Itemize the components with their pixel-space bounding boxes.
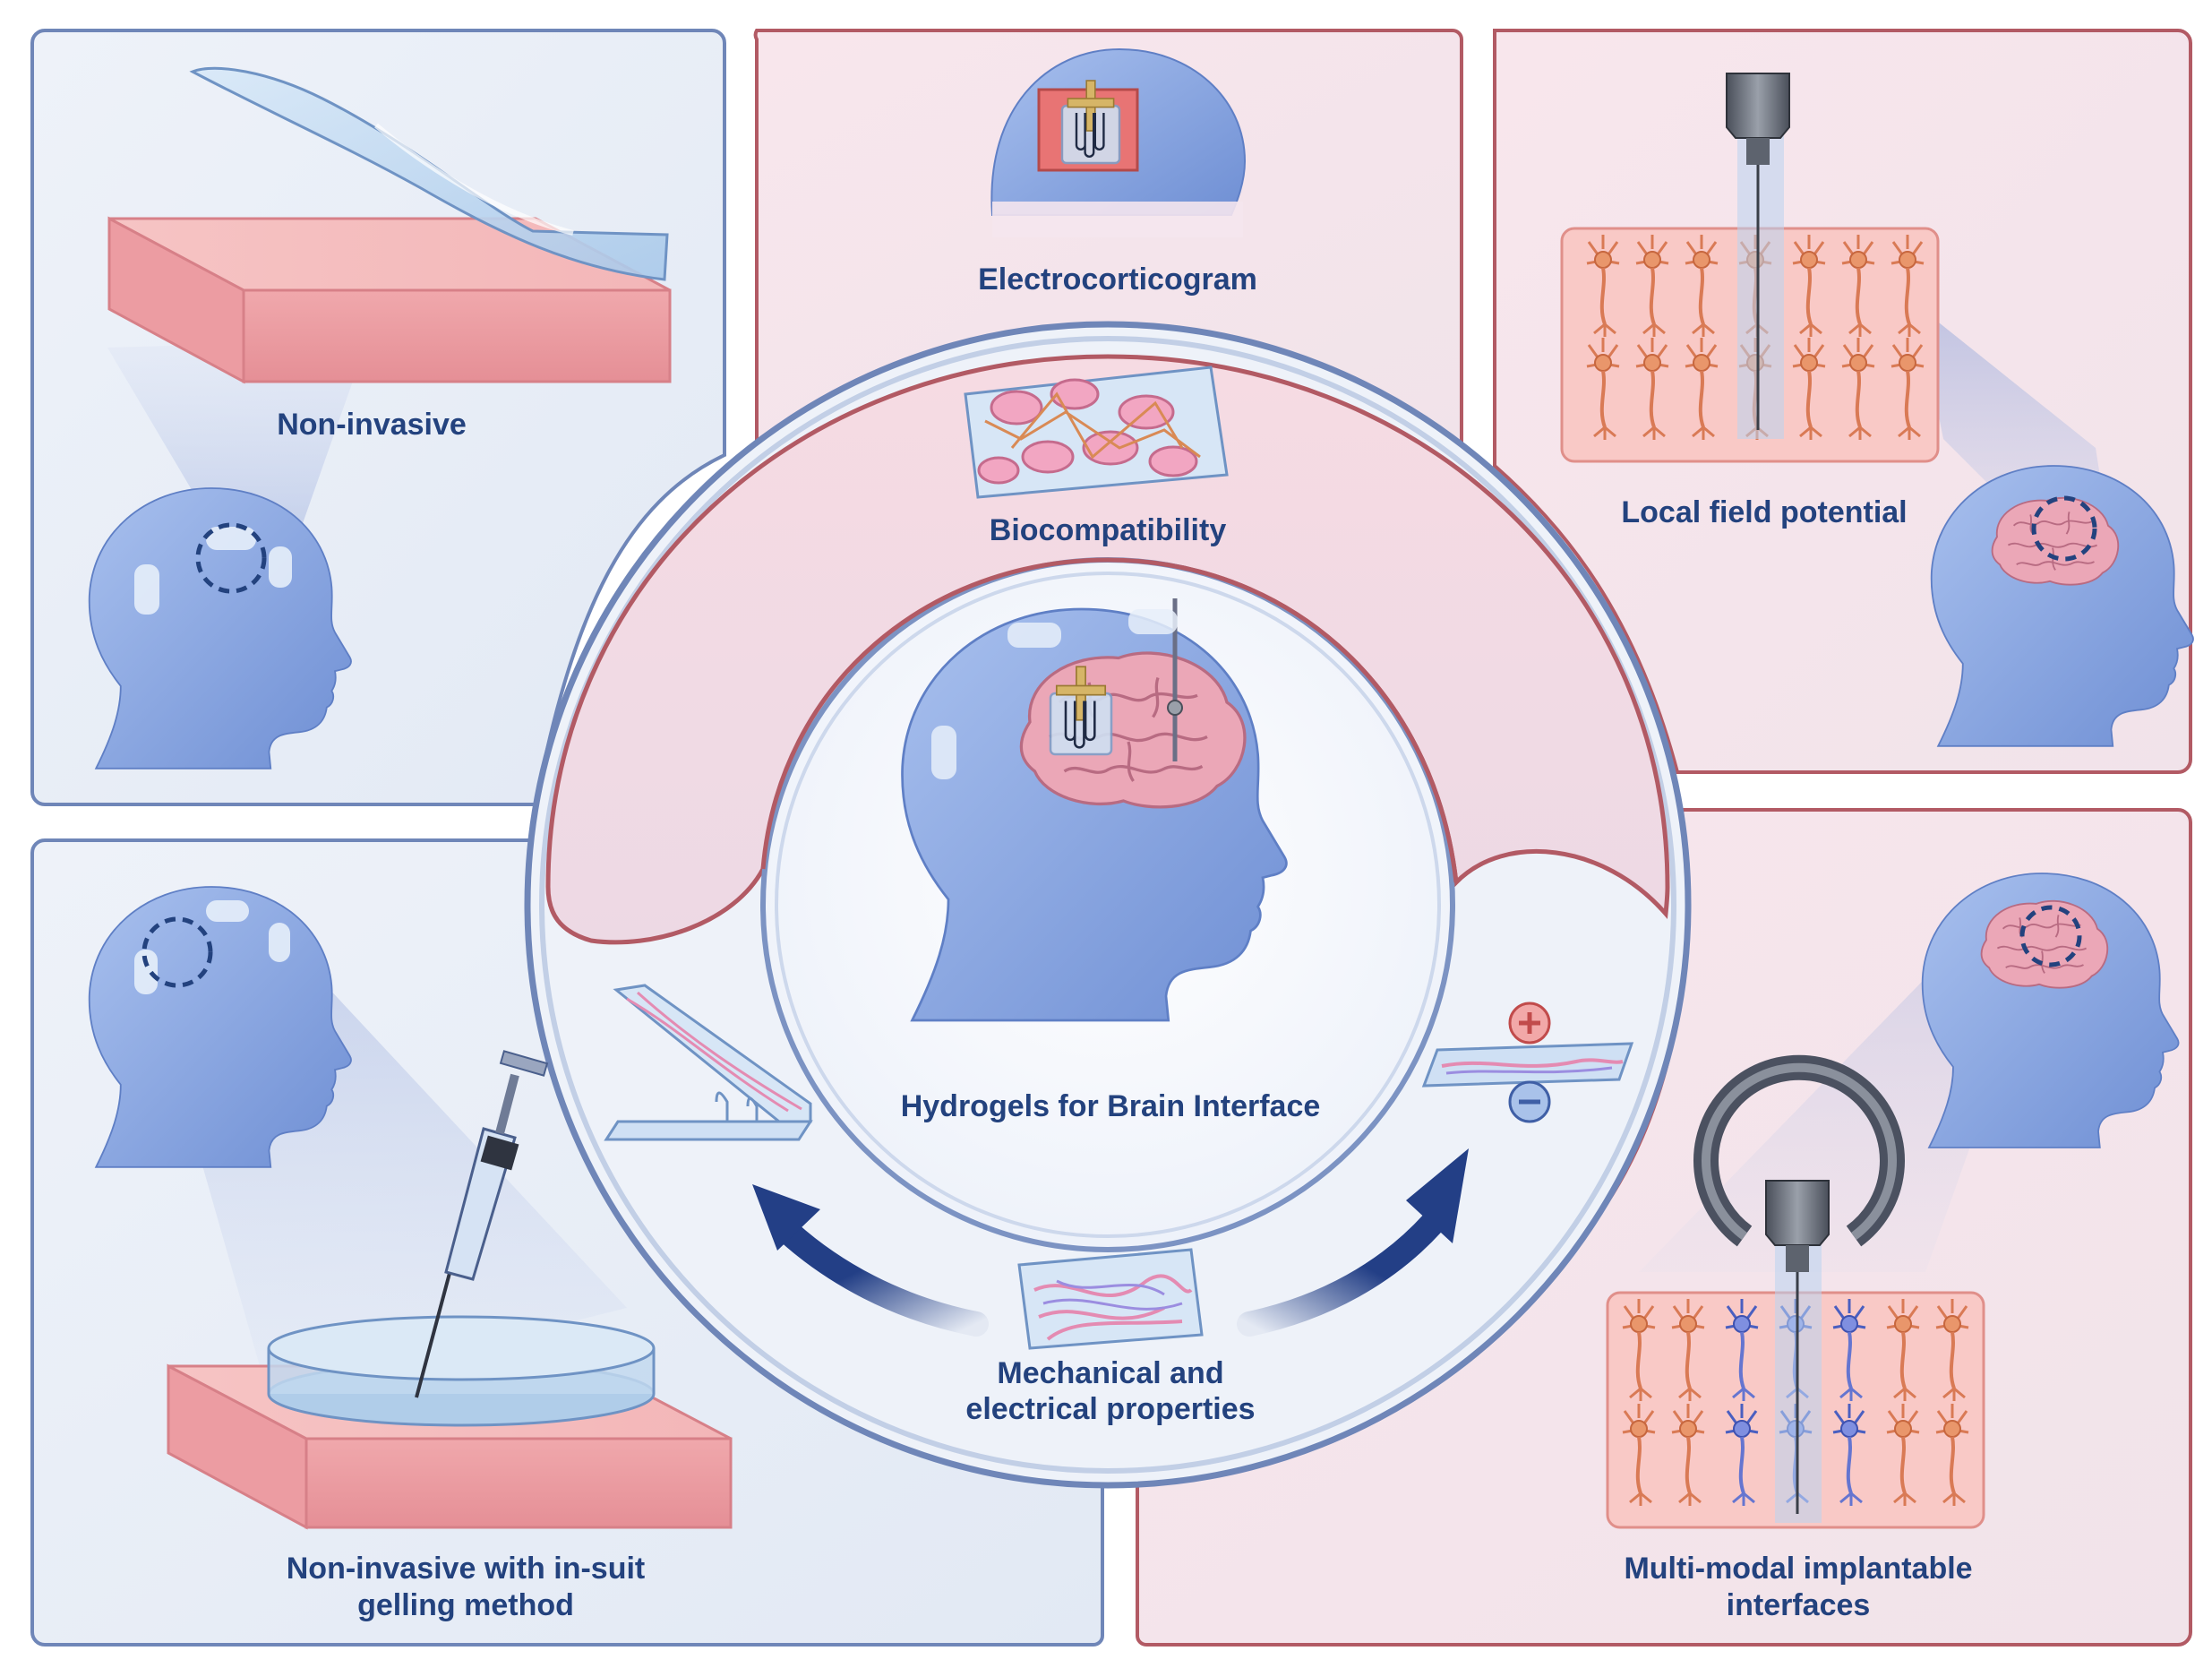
brain-icon	[1991, 496, 2120, 586]
brain-icon	[1980, 899, 2109, 989]
label-electrocorticogram: Electrocorticogram	[978, 262, 1257, 297]
polymer-network-icon	[1017, 1248, 1204, 1350]
curved-arrow-icon	[752, 1184, 989, 1337]
minus-charge-icon	[1508, 1080, 1551, 1123]
label-in-situ-line2: gelling method	[357, 1588, 574, 1622]
syringe-icon	[415, 1050, 549, 1398]
label-biocompatibility: Biocompatibility	[990, 513, 1227, 547]
stretched-gel-icon	[1421, 1042, 1634, 1088]
label-mechanical-line1: Mechanical and	[997, 1356, 1223, 1390]
label-multimodal-line1: Multi-modal implantable	[1624, 1552, 1972, 1586]
hydrogel-film-icon	[604, 984, 813, 1141]
hydrogel-film-icon	[189, 66, 669, 281]
label-center-title: Hydrogels for Brain Interface	[901, 1089, 1321, 1123]
label-local-field-potential: Local field potential	[1621, 495, 1907, 529]
label-in-situ-line1: Non-invasive with in-suit	[287, 1552, 645, 1586]
label-multimodal-line2: interfaces	[1727, 1588, 1871, 1622]
needle-probe-icon	[1765, 1180, 1830, 1523]
label-mechanical-line2: electrical properties	[965, 1392, 1255, 1426]
needle-probe-icon	[1726, 73, 1790, 439]
cell-matrix-icon	[964, 365, 1229, 499]
plus-charge-icon	[1508, 1002, 1551, 1045]
ring-magnet-icon	[1693, 1054, 1905, 1247]
gel-disc-icon	[267, 1315, 656, 1427]
label-non-invasive: Non-invasive	[277, 408, 467, 442]
curved-arrow-icon	[1237, 1148, 1469, 1337]
